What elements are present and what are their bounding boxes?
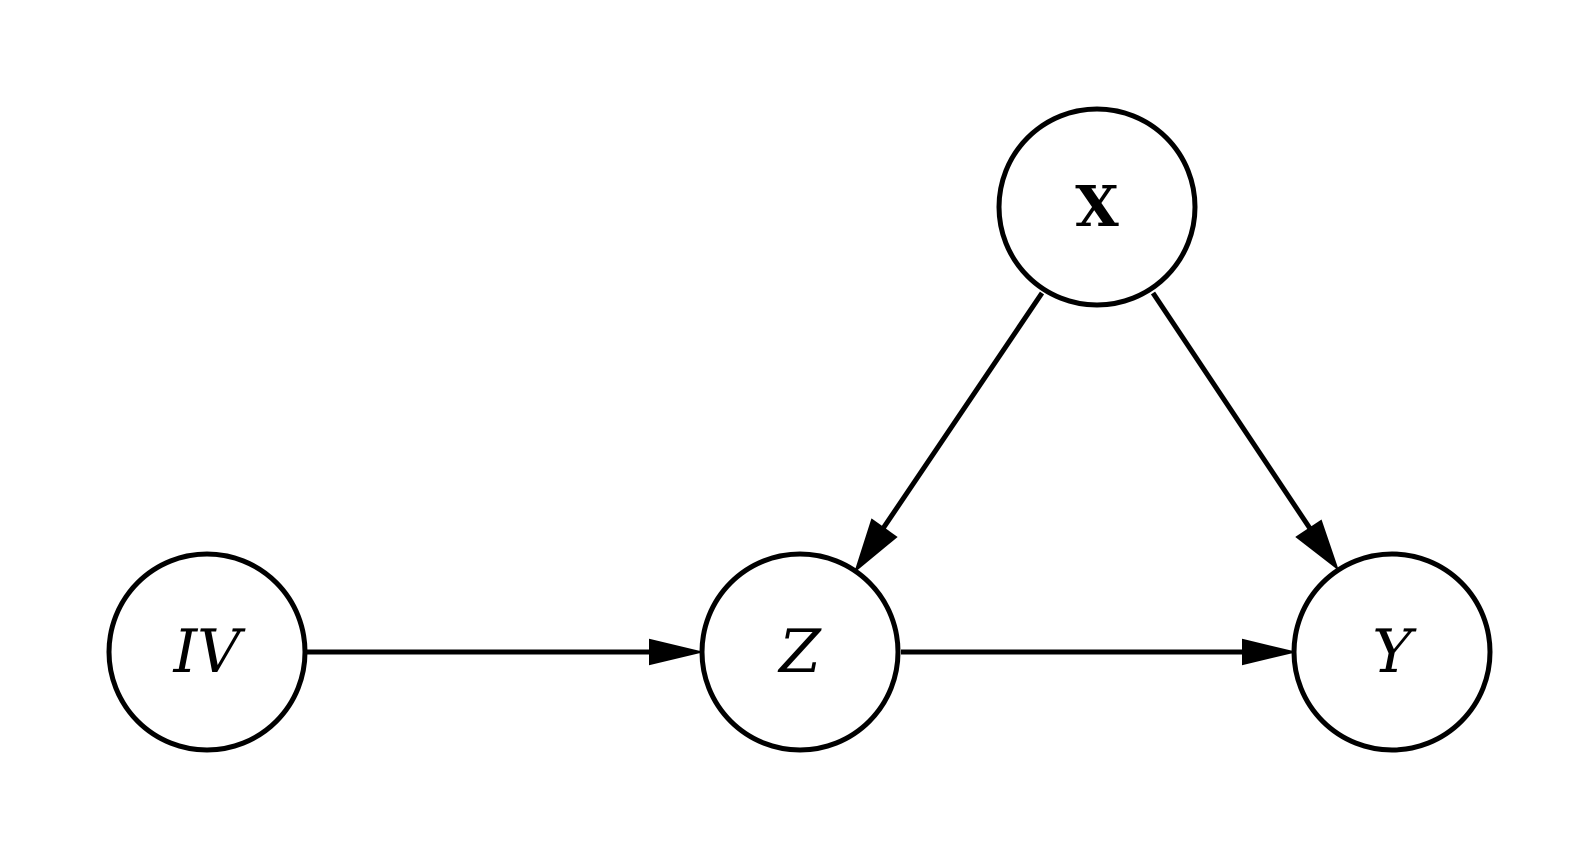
node-z-circle (699, 551, 901, 753)
node-x-circle (996, 106, 1198, 308)
edge-iv-z-arrowhead (649, 638, 701, 666)
node-y-circle (1291, 551, 1493, 753)
node-z: Z (699, 551, 901, 753)
node-x: X (996, 106, 1198, 308)
edge-x-y-line (1150, 291, 1314, 532)
edge-x-z-arrowhead (854, 518, 898, 573)
node-iv: IV (106, 551, 308, 753)
edge-x-y-arrowhead (1295, 519, 1340, 571)
node-z-label: Z (777, 617, 822, 687)
node-y-label: Y (1372, 617, 1417, 687)
node-y: Y (1291, 551, 1493, 753)
edge-x-to-z (854, 291, 1045, 573)
node-iv-circle (106, 551, 308, 753)
edge-x-to-y (1150, 291, 1340, 571)
edge-iv-to-z (303, 638, 701, 666)
edge-x-z-line (879, 291, 1045, 532)
edge-z-y-arrowhead (1242, 638, 1294, 666)
node-x-label: X (1075, 174, 1119, 240)
edge-z-to-y (901, 638, 1294, 666)
node-iv-label: IV (172, 617, 246, 687)
